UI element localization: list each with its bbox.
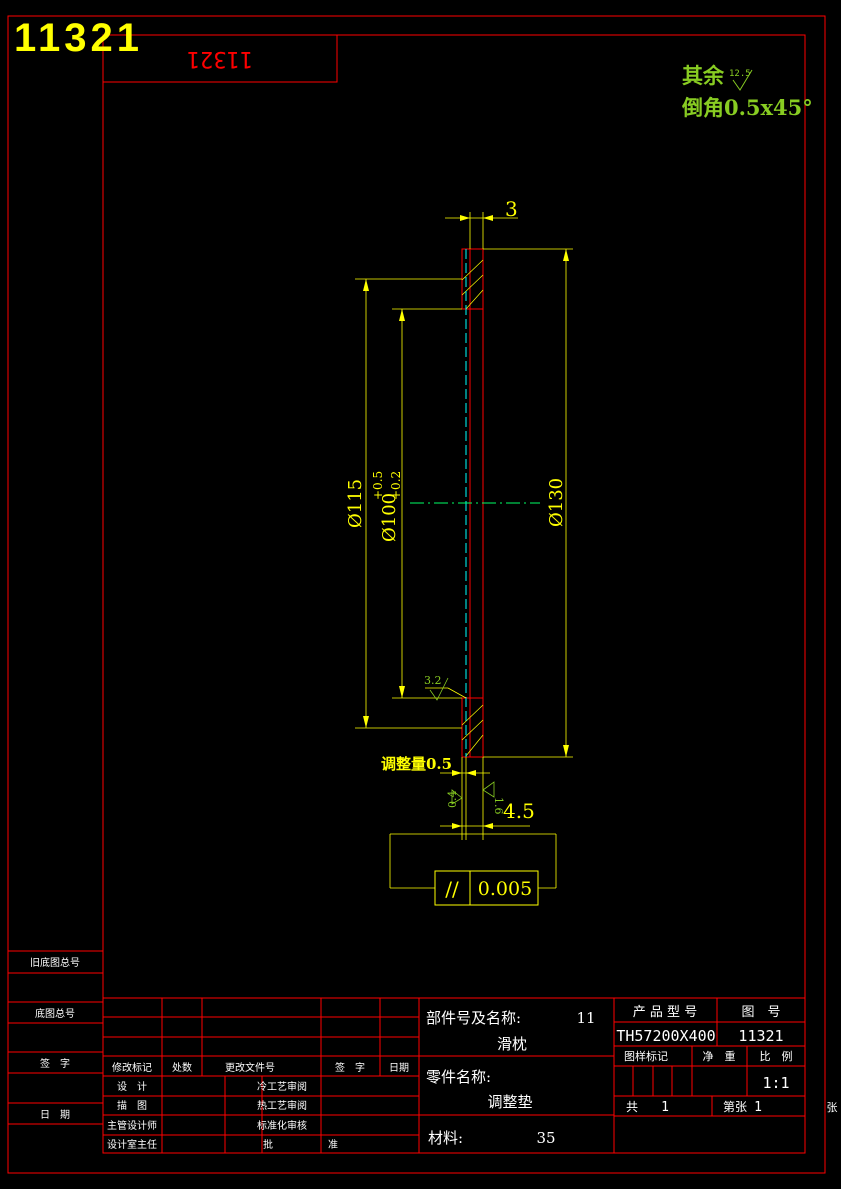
roughness-left-icon — [451, 789, 463, 805]
parallelism-symbol: // — [445, 877, 459, 901]
design-office-head-label: 设计室主任 — [107, 1138, 157, 1151]
parallelism-value: 0.005 — [478, 878, 532, 900]
roughness-left-value: 0.4 — [446, 791, 459, 809]
drawing-mark-label: 图样标记 — [624, 1049, 668, 1063]
rest-roughness-note: 其余 — [682, 63, 725, 88]
inner-frame — [102, 34, 806, 1154]
big-drawing-number: 11321 — [14, 16, 143, 60]
scale-value: 1:1 — [762, 1074, 789, 1092]
approve2-label: 准 — [328, 1139, 338, 1151]
part-name-label: 零件名称: — [426, 1068, 491, 1086]
rest-roughness-value: 12.5 — [729, 69, 751, 79]
zhang-label: 张 — [827, 1101, 838, 1114]
chief-designer-label: 主管设计师 — [107, 1119, 157, 1132]
top-section — [461, 248, 484, 310]
base-drawing-no-label: 底图总号 — [35, 1007, 75, 1020]
date-label: 日期 — [389, 1062, 409, 1074]
net-weight-label: 净 重 — [703, 1049, 736, 1063]
drawing-no: 11321 — [738, 1027, 783, 1045]
sign-label: 签 字 — [335, 1061, 365, 1074]
drawing-no-label: 图 号 — [741, 1005, 780, 1020]
hot-process-review-label: 热工艺审阅 — [257, 1099, 307, 1112]
dim-adjust: 调整量0.5 — [381, 755, 452, 773]
product-model-label: 产 品 型 号 — [633, 1005, 697, 1020]
process-review-label: 冷工艺审阅 — [257, 1080, 307, 1093]
drawing-label: 描 图 — [117, 1099, 147, 1112]
sheet-label: 第张 — [723, 1100, 747, 1114]
dim-d100-lower-tol: +0.2 — [389, 471, 403, 500]
title-block-labels: 修改标记 处数 更改文件号 签 字 日期 设 计 冷工艺审阅 描 图 热工艺审阅… — [107, 1061, 409, 1151]
standard-review-label: 标准化审核 — [257, 1119, 307, 1132]
outer-frame — [7, 15, 826, 1174]
dimension-arrows — [363, 215, 569, 829]
total-value: 1 — [661, 1100, 669, 1115]
old-drawing-no-label: 旧底图总号 — [30, 956, 80, 969]
dim-d100-upper-tol: +0.5 — [371, 471, 385, 500]
title-block-grid — [103, 997, 805, 1153]
chamfer-note: 倒角0.5x45° — [681, 95, 813, 120]
parallelism-tolerance: // 0.005 — [389, 833, 557, 906]
product-model: TH57200X400 — [616, 1027, 715, 1045]
material-value: 35 — [536, 1129, 555, 1147]
design-label: 设 计 — [117, 1080, 147, 1093]
dim-d115: Ø115 — [345, 479, 366, 528]
rev-mark-label: 修改标记 — [112, 1061, 152, 1074]
part-group-number: 11 — [576, 1009, 595, 1027]
total-label: 共 — [626, 1100, 638, 1114]
part-group-name: 滑枕 — [497, 1035, 527, 1053]
part-section — [410, 248, 540, 758]
left-strip — [7, 950, 104, 1125]
part-group-label: 部件号及名称: — [426, 1009, 521, 1027]
approve-label: 批 — [263, 1138, 273, 1151]
dim-d130: Ø130 — [546, 478, 567, 527]
mirrored-number-box — [102, 34, 338, 83]
sheet-value: 1 — [754, 1100, 762, 1115]
part-name: 调整垫 — [487, 1093, 532, 1111]
mirrored-drawing-number: 11321 — [187, 46, 253, 71]
roughness-symbol-icon — [732, 69, 753, 91]
count-label: 处数 — [172, 1061, 192, 1074]
dim-d100: Ø100 — [379, 493, 400, 542]
left-date-label: 日 期 — [40, 1109, 70, 1121]
dim-thickness: 3 — [505, 197, 518, 221]
left-signature-label: 签 字 — [40, 1057, 70, 1070]
change-doc-label: 更改文件号 — [225, 1061, 275, 1074]
dim-overall-thickness: 4.5 — [503, 799, 535, 823]
material-label: 材料: — [428, 1129, 463, 1147]
roughness-inner-icon — [429, 677, 449, 701]
roughness-right-value: 1.6 — [492, 797, 505, 815]
bottom-section — [461, 697, 484, 758]
scale-label: 比 例 — [760, 1049, 793, 1063]
roughness-right-icon — [482, 781, 495, 798]
roughness-inner-value: 3.2 — [424, 674, 442, 687]
